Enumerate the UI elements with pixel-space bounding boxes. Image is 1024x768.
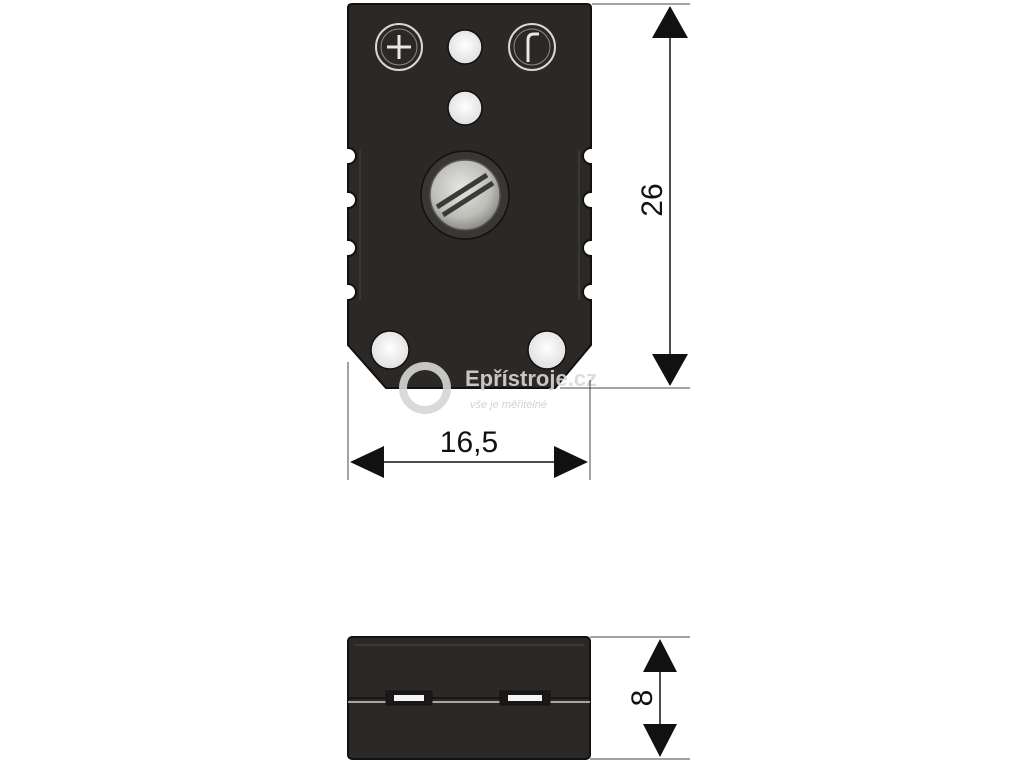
depth-dimension: 8	[590, 636, 690, 760]
height-label: 26	[636, 183, 669, 216]
watermark-site: Epřístroje.cz	[465, 366, 597, 391]
watermark-tagline: vše je měřitelné	[470, 399, 547, 411]
watermark-logo-icon	[399, 362, 451, 414]
slotted-screw	[420, 150, 510, 240]
hook-icon	[526, 32, 539, 62]
middle-hole	[447, 90, 483, 126]
connector-front-view	[347, 3, 592, 389]
arrow-up-icon	[652, 6, 688, 38]
height-dimension: 26	[560, 3, 690, 389]
arrow-down-icon	[643, 724, 677, 757]
depth-label: 8	[626, 690, 659, 707]
arrow-up-icon	[643, 639, 677, 672]
negative-pin-marking	[508, 23, 556, 71]
width-dimension: 16,5	[347, 362, 591, 480]
positive-pin-marking	[375, 23, 423, 71]
width-label: 16,5	[440, 426, 498, 459]
bottom-left-hole	[370, 330, 410, 370]
arrow-left-icon	[350, 446, 384, 478]
bottom-right-hole	[527, 330, 567, 370]
body-edge-details	[359, 150, 580, 300]
arrow-down-icon	[652, 354, 688, 386]
connector-side-view	[347, 636, 591, 760]
watermark: Epřístroje.cz vše je měřitelné	[399, 362, 597, 414]
arrow-right-icon	[554, 446, 588, 478]
screw-slot	[435, 172, 489, 210]
top-center-hole	[447, 29, 483, 65]
